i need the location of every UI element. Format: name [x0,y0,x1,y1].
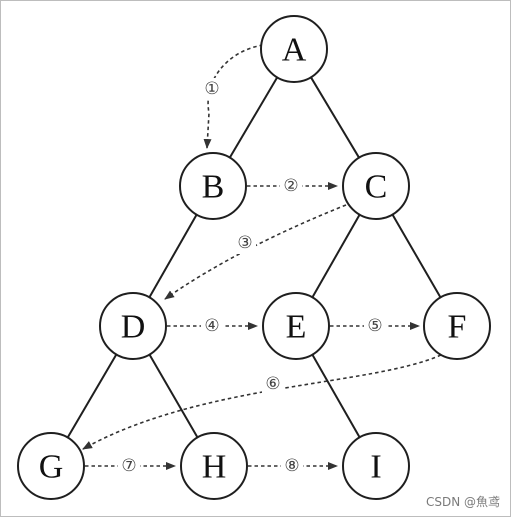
node-label: A [282,32,307,69]
edge-a-b [228,76,279,159]
node-b: B [179,152,247,220]
edge-d-g [66,353,118,439]
node-g: G [17,432,85,500]
node-circle [262,292,330,360]
edge-b-d [148,214,198,298]
step-3: ③ [164,204,347,300]
node-label: D [121,309,146,346]
step-label-background [364,315,386,337]
node-circle [342,152,410,220]
edge-a-c [310,76,360,159]
node-circle [423,292,491,360]
step-label-background [234,232,256,254]
node-label: E [286,309,307,346]
tree-edges [66,76,442,439]
node-label: B [202,169,225,206]
node-circle [99,292,167,360]
edge-e-i [311,354,361,438]
node-circle [17,432,85,500]
step-4: ④ [167,315,258,337]
edge-c-f [391,214,442,298]
node-circle [180,432,248,500]
node-f: F [423,292,491,360]
step-label-background [201,315,223,337]
step-label: ⑥ [265,374,280,394]
step-2: ② [247,175,338,197]
node-d: D [99,292,167,360]
step-1: ① [201,44,264,149]
step-label: ① [204,79,219,99]
step-label: ④ [204,316,219,336]
tree-nodes: A B C D E F G H I [17,15,491,500]
edge-c-e [311,214,361,298]
traversal-steps: ① ② ③ ④ ⑤ ⑥ ⑦ ⑧ [82,44,442,477]
step-8: ⑧ [248,455,338,477]
step-label-background [118,455,140,477]
step-arrow [203,44,264,149]
edge-d-h [148,354,199,438]
node-a: A [260,15,328,83]
step-7: ⑦ [85,455,176,477]
node-label: F [448,309,467,346]
step-label: ③ [237,233,252,253]
step-label: ⑧ [284,456,299,476]
node-c: C [342,152,410,220]
node-label: C [365,169,388,206]
step-label: ⑦ [121,456,136,476]
step-label-background [201,78,223,100]
node-label: I [370,449,381,486]
node-circle [260,15,328,83]
step-5: ⑤ [330,315,420,337]
node-label: G [39,449,64,486]
node-label: H [202,449,227,486]
node-h: H [180,432,248,500]
step-label-background [280,175,302,197]
node-circle [342,432,410,500]
step-label-background [262,373,284,395]
watermark: CSDN @魚鸢 [425,495,500,509]
step-6: ⑥ [82,354,442,450]
node-e: E [262,292,330,360]
step-label: ② [283,176,298,196]
step-label-background [281,455,303,477]
node-i: I [342,432,410,500]
step-label: ⑤ [367,316,382,336]
node-circle [179,152,247,220]
